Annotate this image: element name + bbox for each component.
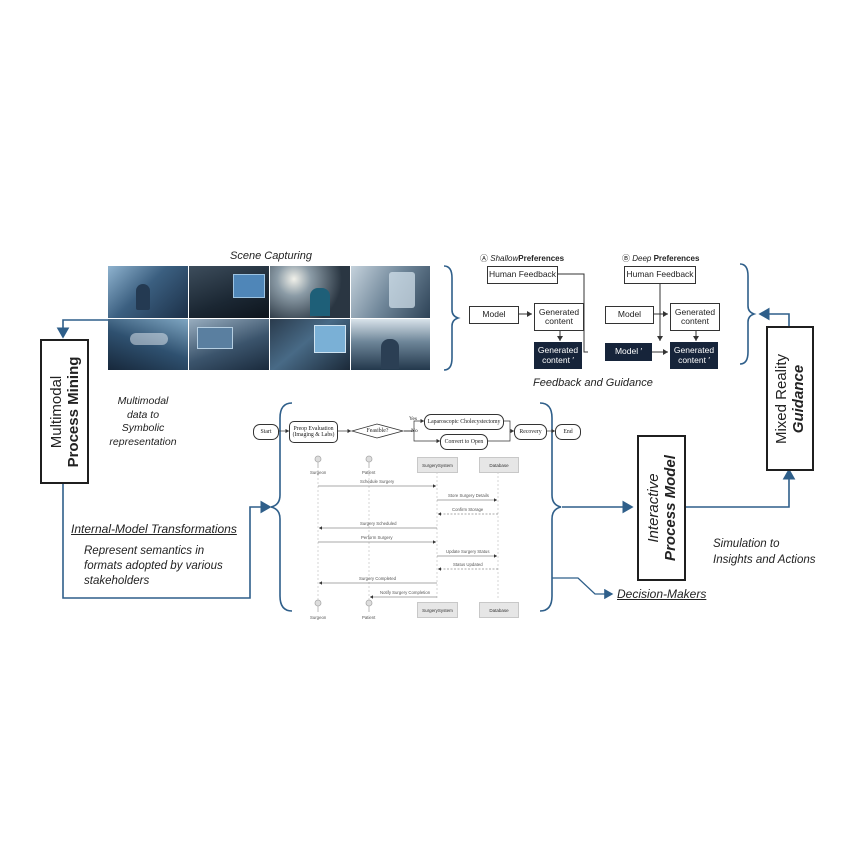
seq-message: Confirm Storage [452,507,484,512]
arrow-photos-to-mpm [56,319,108,339]
deep-generated-content-prime: Generated content ′ [670,342,718,369]
seq-message: Surgery Completed [359,576,397,581]
mrg-line2: Guidance [790,364,807,433]
preferences-label: Preferences [653,254,700,263]
internal-model-description: Represent semantics in formats adopted b… [84,544,223,589]
ipm-line2: Process Model [661,455,679,561]
ipm-line1: Interactive [644,473,662,543]
mm-caption-line: Multimodal [117,395,169,407]
right-brace [539,402,562,612]
deep-label: Deep [632,254,652,263]
seq-actor-system-top: SurgerySystem [417,457,458,473]
shallow-generated-content-prime: Generated content ′ [534,342,582,369]
mm-caption-line: representation [109,435,177,448]
or-photo [189,319,269,370]
simulation-caption: Simulation to Insights and Actions [713,537,816,568]
flow-yes-label: Yes [409,416,418,422]
actor-figures [314,455,373,612]
or-photo [108,319,188,370]
seq-message: Surgery Scheduled [360,521,397,526]
flow-feasible-label: Feasible? [366,428,389,434]
seq-message: Update Surgery Status [446,549,490,554]
mrg-label: Mixed Reality Guidance [773,353,808,443]
decision-makers-label: Decision-Makers [617,587,707,601]
shallow-badge: Ⓐ [480,254,488,263]
deep-generated-content: Generated content [670,303,720,331]
left-brace [270,402,293,612]
or-photo [270,319,350,370]
or-photo [270,266,350,318]
seq-actor-patient-bottom: Patient [362,615,376,620]
shallow-label: Shallow [490,254,519,263]
imt-desc-line: Represent semantics in [84,545,205,557]
shallow-human-feedback: Human Feedback [487,266,558,284]
multimodal-caption: Multimodal data to Symbolic representati… [98,395,188,450]
feedback-guidance-caption: Feedback and Guidance [533,377,653,389]
deep-human-feedback: Human Feedback [624,266,696,284]
multimodal-process-mining-box[interactable]: Multimodal Process Mining [40,339,89,484]
sim-caption-line: Simulation to [713,538,780,550]
flow-feasible-diamond [351,423,404,439]
arrow-mrg-to-feedback [758,307,790,326]
arrow-ipm-to-mrg [684,468,796,508]
feedback-brace [739,263,757,365]
seq-message: Notify Surgery Completion [380,590,431,595]
arrow-to-decision-makers [552,577,614,600]
surgery-photo-grid [108,266,430,370]
mm-caption-line: data to [126,408,160,421]
mpm-line1: Multimodal [47,375,65,448]
mm-caption-line: Symbolic [121,422,165,435]
deep-model-prime: Model ′ [605,343,652,361]
seq-message: Status Updated [453,562,483,567]
seq-message: Store Surgery Details [448,493,489,498]
flow-end: End [555,424,581,440]
preferences-label: Preferences [518,254,565,263]
imt-desc-line: stakeholders [84,574,150,587]
shallow-preferences-heading: Ⓐ ShallowPreferences [480,253,564,264]
shallow-generated-content: Generated content [534,303,584,331]
mrg-line1: Mixed Reality [772,353,790,444]
photo-brace [443,265,461,371]
deep-badge: Ⓑ [622,254,630,263]
interactive-process-model-box[interactable]: Interactive Process Model [637,435,686,581]
deep-model: Model [605,306,654,324]
shallow-model: Model [469,306,519,324]
seq-actor-database-top: Database [479,457,519,473]
flow-start: Start [253,424,279,440]
seq-actor-surgeon-top: Surgeon [310,470,327,475]
flow-laparoscopic: Laparoscopic Cholecystectomy [424,414,504,430]
ipm-label: Interactive Process Model [644,455,679,561]
arrow-mpm-to-models [62,482,272,599]
or-photo [351,266,430,318]
flow-convert-to-open: Convert to Open [440,434,488,450]
seq-message: Schedule Surgery [360,479,395,484]
flow-recovery: Recovery [514,424,547,440]
sim-caption-line: Insights and Actions [713,553,816,566]
seq-actor-surgeon-bottom: Surgeon [310,615,327,620]
fb-shallow-hf-to-genprime [556,273,588,353]
mpm-label: Multimodal Process Mining [47,356,82,467]
seq-message: Perform Surgery [361,535,393,540]
flow-no-label: No [411,428,418,434]
deep-preferences-heading: Ⓑ Deep Preferences [622,253,699,264]
mpm-line2: Process Mining [64,356,82,467]
seq-actor-database-bottom: Database [479,602,519,618]
flow-preop-evaluation: Preop Evaluation (Imaging & Labs) [289,421,338,443]
mixed-reality-guidance-box[interactable]: Mixed Reality Guidance [766,326,814,471]
or-photo [351,319,430,370]
or-photo [108,266,188,318]
internal-model-transformations-title: Internal-Model Transformations [71,522,237,536]
imt-desc-line: formats adopted by various [84,559,223,572]
seq-actor-patient-top: Patient [362,470,376,475]
seq-actor-system-bottom: SurgerySystem [417,602,458,618]
scene-capturing-title: Scene Capturing [230,250,312,262]
or-photo [189,266,269,318]
